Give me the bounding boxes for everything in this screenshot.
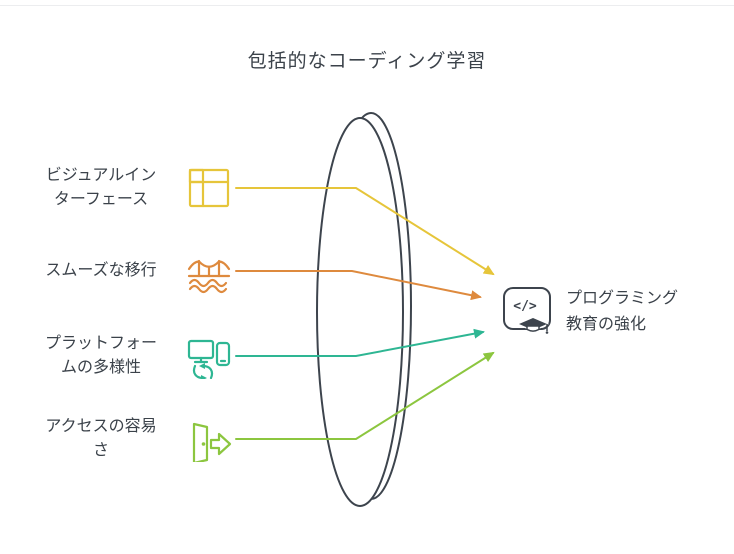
layout-grid-icon	[188, 168, 230, 208]
input-label: ビジュアルイン ターフェース	[45, 167, 157, 208]
flow-line-ease-of-access	[235, 351, 495, 440]
input-row-smooth-transition: スムーズな移行	[24, 243, 232, 299]
diagram-title: 包括的なコーディング学習	[247, 51, 487, 72]
flow-line-visual-interface	[235, 187, 495, 276]
input-row-ease-of-access: アクセスの容易 さ	[24, 410, 232, 468]
input-label: アクセスの容易 さ	[45, 418, 157, 459]
graduation-cap-icon	[517, 316, 549, 334]
top-divider	[0, 5, 734, 6]
code-glyph: </>	[513, 299, 537, 314]
code-education-icon: </>	[503, 287, 551, 334]
open-door-icon	[192, 422, 232, 462]
lens-front	[316, 117, 404, 507]
input-row-platform-diversity: プラットフォー ムの多様性	[24, 327, 232, 385]
bridge-icon	[187, 259, 231, 294]
flow-line-smooth-transition	[235, 270, 482, 301]
input-row-visual-interface: ビジュアルイン ターフェース	[24, 158, 232, 218]
flow-line-platform-diversity	[235, 328, 485, 357]
input-label: プラットフォー ムの多様性	[44, 335, 157, 376]
result-label: プログラミング 教育の強化	[566, 290, 679, 334]
input-label: スムーズな移行	[45, 262, 157, 279]
devices-sync-icon	[187, 339, 231, 379]
